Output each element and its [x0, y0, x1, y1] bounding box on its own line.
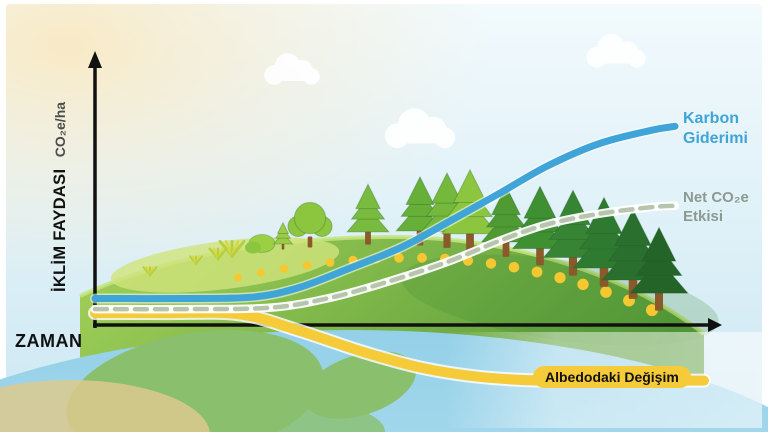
tree-icon [629, 226, 689, 311]
albedo-label: Albedodaki Değişim [533, 366, 691, 388]
curve-karbon-giderimi [91, 122, 679, 303]
earth-globe [0, 329, 768, 432]
grass-layer [142, 234, 276, 277]
landmass [225, 402, 385, 432]
grass-tuft-icon [189, 255, 203, 265]
x-axis-arrow-icon [708, 318, 722, 332]
clouds-layer [264, 34, 646, 149]
grass-tuft-icon [218, 239, 246, 258]
yellow-dot [302, 261, 312, 270]
y-axis-arrow-icon [88, 51, 102, 68]
x-axis-label: ZAMAN [15, 331, 83, 351]
meadow-highlight [110, 237, 340, 293]
cloud-icon [586, 34, 646, 68]
curve-net-co2e [92, 203, 678, 312]
tree-icon [272, 221, 294, 250]
yellow-dot [577, 278, 589, 291]
y-axis-title: İKLİM FAYDASI [51, 168, 69, 293]
yellow-dot [417, 252, 427, 263]
yellow-dot [394, 253, 404, 263]
grass-tuft-icon [142, 266, 158, 277]
yellow-dot [554, 272, 566, 284]
tree-icon [346, 183, 390, 245]
bush-icon [245, 234, 276, 254]
yellow-dot [600, 286, 612, 298]
yellow-dot [234, 273, 242, 282]
net-co2e-label: Net CO₂e Etkisi [683, 189, 749, 225]
karbon-giderimi-label: Karbon Giderimi [683, 110, 748, 147]
data-curves [88, 121, 711, 388]
cloud-icon [384, 108, 456, 149]
yellow-dot [485, 258, 497, 269]
y-axis-label: İKLİM FAYDASI CO₂e/ha [51, 65, 73, 329]
yellow-dot [531, 266, 543, 278]
yellow-dot [325, 258, 335, 267]
yellow-dot [279, 264, 289, 273]
cloud-icon [264, 53, 320, 85]
axes [88, 51, 722, 332]
yellow-dot [256, 268, 266, 277]
y-axis-unit: CO₂e/ha [52, 101, 68, 158]
tree-icon [287, 201, 333, 248]
yellow-dot [508, 261, 520, 273]
landmass-sand [0, 380, 210, 432]
landmass [304, 351, 416, 419]
